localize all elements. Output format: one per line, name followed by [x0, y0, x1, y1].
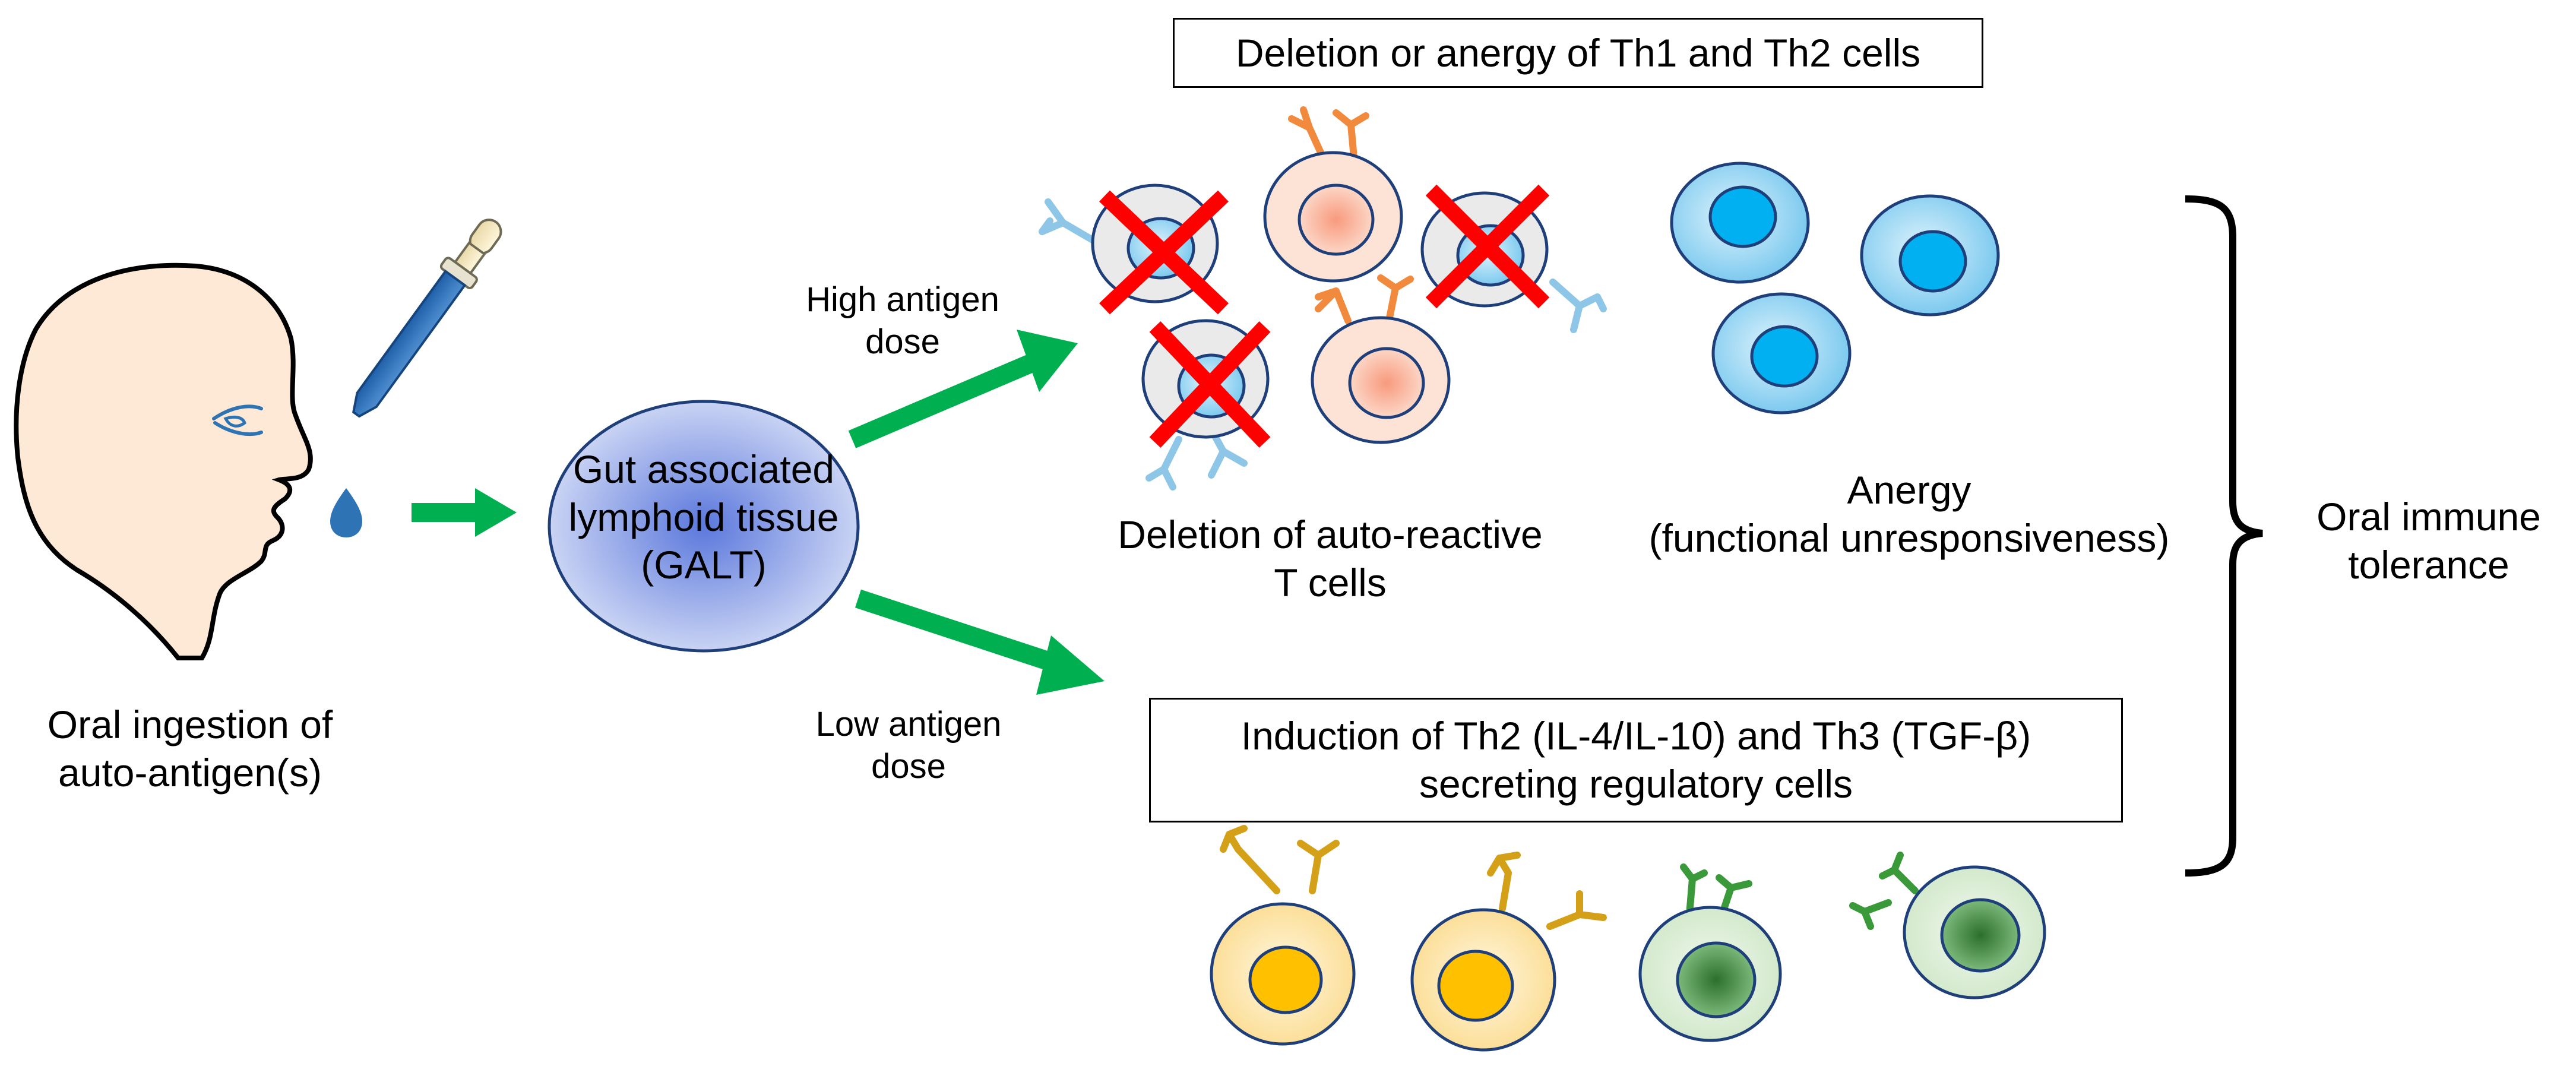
- th2-regulatory-cell-1: [1210, 825, 1356, 1046]
- auto-reactive-t-cell-1: [1263, 106, 1403, 283]
- ingestion-label: Oral ingestion of auto-antigen(s): [47, 703, 333, 795]
- deletion-label: Deletion of auto-reactive T cells: [1118, 512, 1543, 605]
- drop-icon: [330, 488, 362, 537]
- cross-mark-1: [1099, 190, 1229, 315]
- auto-reactive-t-cell-2: [1311, 274, 1451, 444]
- anergic-cell-2: [1860, 194, 2000, 317]
- cross-mark-2: [1425, 184, 1550, 309]
- th3-regulatory-cell-2: [1849, 852, 2046, 999]
- low-dose-label: Low antigen dose: [815, 705, 1002, 786]
- th2-regulatory-cell-2: [1410, 852, 1607, 1052]
- tolerance-bracket: [2185, 195, 2263, 877]
- induction-box: Induction of Th2 (IL-4/IL-10) and Th3 (T…: [1149, 698, 2123, 822]
- arrow-high-dose: [848, 330, 1078, 448]
- galt-ellipse: [548, 400, 860, 653]
- dropper-icon: [330, 219, 502, 537]
- eye-icon: [212, 404, 263, 436]
- anergic-cell-1: [1670, 162, 1810, 284]
- head-illustration: [14, 262, 313, 660]
- high-dose-label: High antigen dose: [806, 280, 999, 361]
- deletion-anergy-box: Deletion or anergy of Th1 and Th2 cells: [1173, 18, 1983, 88]
- head-profile: [14, 262, 313, 660]
- galt-label: Gut associated lymphoid tissue (GALT): [568, 447, 839, 587]
- anergic-cell-3: [1711, 292, 1852, 415]
- oral-immune-tolerance-label: Oral immune tolerance: [2316, 495, 2541, 587]
- cross-mark-3: [1149, 321, 1271, 448]
- arrow-to-galt: [412, 488, 517, 537]
- arrow-low-dose: [855, 589, 1105, 695]
- th3-regulatory-cell-1: [1638, 863, 1782, 1042]
- anergy-label: Anergy (functional unresponsiveness): [1648, 468, 2170, 560]
